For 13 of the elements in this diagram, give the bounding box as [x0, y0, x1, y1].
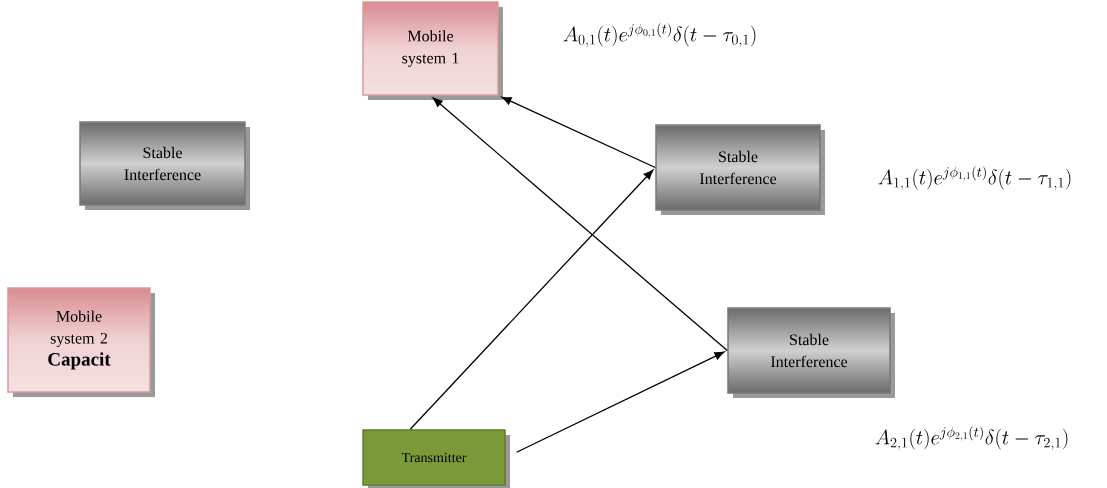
interference-box: Stable Interference: [727, 307, 895, 398]
arrow: [409, 169, 654, 430]
signal-formula: $A_{2,1}(t)e^{j\phi_{2,1}(t)}\delta(t-\tau_{2,1})$: [875, 425, 1068, 451]
mobile-system-box: Mobile system 2 Capacit: [7, 287, 155, 397]
interference-box: Stable Interference: [655, 124, 825, 215]
arrow: [515, 351, 725, 453]
signal-formula: $A_{1,1}(t)e^{j\phi_{1,1}(t)}\delta(t-\tau_{1,1})$: [878, 165, 1071, 191]
signal-formula: $A_{0,1}(t)e^{j\phi_{0,1}(t)}\delta(t-\tau_{0,1})$: [563, 22, 756, 48]
transmitter-box: Transmitter: [362, 429, 510, 488]
arrow: [501, 96, 656, 169]
arrow: [432, 97, 728, 352]
mobile-system-box: Mobile system 1: [362, 1, 503, 100]
interference-box: Stable Interference: [79, 121, 250, 210]
